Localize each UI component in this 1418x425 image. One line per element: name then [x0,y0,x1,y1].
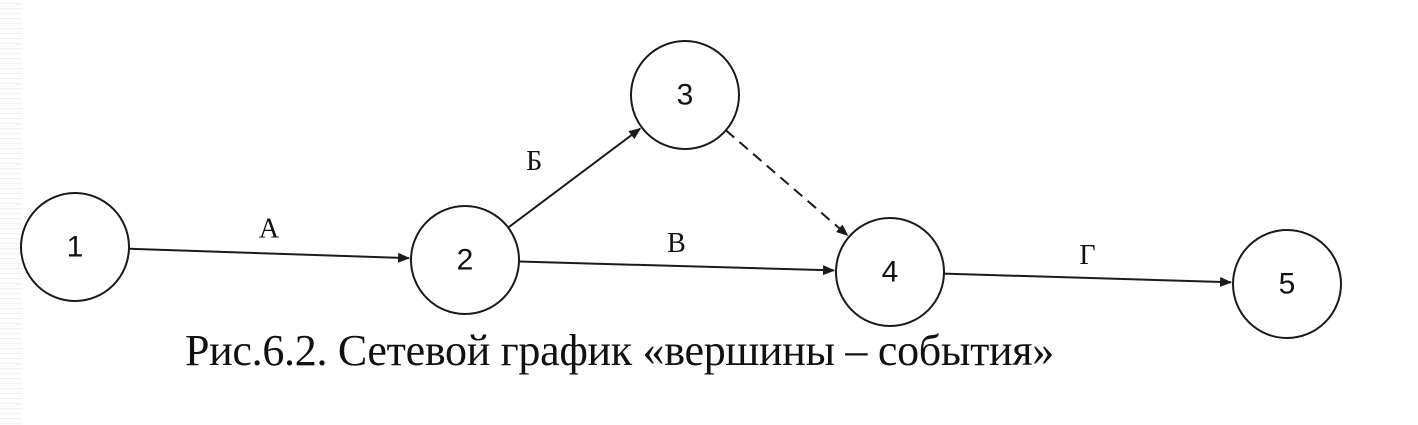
node-4: 4 [835,217,945,327]
node-circle-3 [630,40,740,150]
node-circle-1 [20,192,130,302]
scan-edge-noise [0,0,22,425]
edge-4-5 [943,272,1233,287]
node-label-4: 4 [882,256,899,289]
edge-label-1-2: А [259,213,280,244]
edge-2-3 [507,127,642,229]
edge-label-2-4: В [667,228,686,259]
edges-layer: А Б В Г [128,127,1233,287]
node-1: 1 [20,192,130,302]
edge-label-4-5: Г [1079,240,1095,271]
node-5: 5 [1232,229,1342,339]
node-circle-4 [835,217,945,327]
figure-caption: Рис.6.2. Сетевой график «вершины – событ… [185,326,1054,375]
node-3: 3 [630,40,740,150]
node-label-3: 3 [677,79,694,112]
node-circle-5 [1232,229,1342,339]
edge-1-2 [128,247,411,263]
edge-label-2-3: Б [526,146,542,177]
edge-3-4 [725,129,849,237]
node-circle-2 [410,205,520,315]
node-2: 2 [410,205,520,315]
edge-2-4 [518,260,836,276]
node-label-2: 2 [457,244,474,277]
node-label-5: 5 [1279,268,1296,301]
node-label-1: 1 [67,231,84,264]
nodes-layer: 1 2 3 4 5 [20,40,1342,339]
